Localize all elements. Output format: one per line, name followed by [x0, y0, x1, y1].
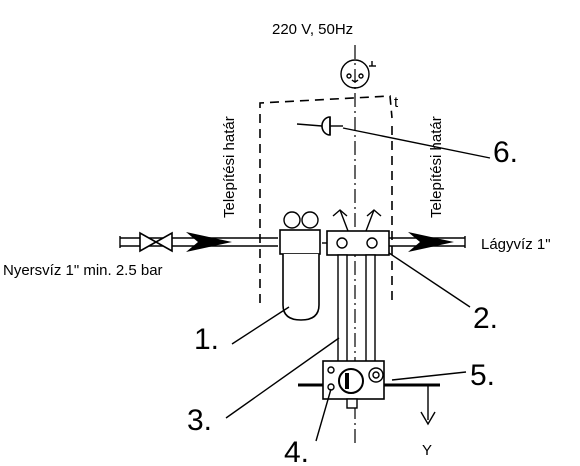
outlet-flow-arrow [408, 232, 454, 252]
callout-3: 3. [187, 404, 212, 437]
leader-line-3 [225, 337, 340, 419]
callout-2: 2. [473, 302, 498, 335]
callout-4: 4. [284, 436, 309, 466]
filter-head [279, 211, 321, 255]
leader-line-6a [296, 123, 323, 127]
leader-line-1 [231, 306, 290, 345]
inlet-flow-arrow [186, 232, 232, 252]
callout-1: 1. [194, 323, 219, 356]
drain-arrow-icon [420, 385, 436, 426]
controller-unit [298, 360, 440, 409]
callout-6: 6. [493, 136, 518, 169]
control-valve-head [322, 209, 390, 256]
t-label: t [394, 94, 399, 111]
filter-housing [282, 254, 320, 321]
inlet-label: Nyersvíz 1" min. 2.5 bar [3, 262, 163, 279]
leader-line-5 [391, 371, 467, 381]
callout-5: 5. [470, 359, 495, 392]
boundary-right-label: Telepítési határ [428, 116, 445, 218]
inlet-valve-icon [139, 231, 173, 253]
boundary-left-label: Telepítési határ [221, 116, 238, 218]
leader-line-6 [342, 127, 491, 159]
outlet-label: Lágyvíz 1" [481, 236, 551, 253]
drain-label: Y [422, 442, 432, 459]
connection-pipes [337, 254, 376, 364]
power-outlet-icon [340, 59, 376, 89]
power-label: 220 V, 50Hz [272, 21, 353, 38]
leader-line-2 [388, 252, 471, 308]
plug-icon [321, 116, 343, 136]
leader-line-4 [315, 388, 332, 442]
